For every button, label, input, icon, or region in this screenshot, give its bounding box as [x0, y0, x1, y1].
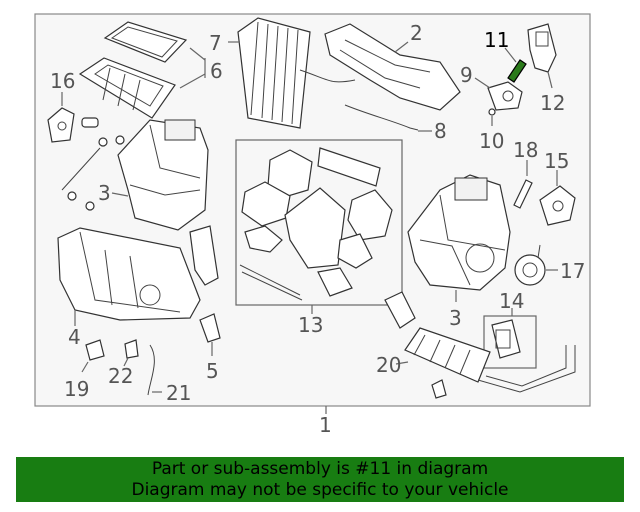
- callout-5[interactable]: 5: [206, 359, 219, 383]
- callout-17[interactable]: 17: [560, 259, 585, 283]
- callout-11[interactable]: 11: [484, 28, 509, 52]
- part-18-sensor: [513, 179, 533, 209]
- callout-2[interactable]: 2: [410, 21, 423, 45]
- callout-6[interactable]: 6: [210, 59, 223, 83]
- callout-3-left[interactable]: 3: [98, 181, 111, 205]
- notice-line-2: Diagram may not be specific to your vehi…: [131, 479, 509, 500]
- part-15-actuator: [539, 185, 576, 226]
- part-20-heater-core: [404, 327, 576, 393]
- callout-18[interactable]: 18: [513, 138, 538, 162]
- part-3-case-right: [407, 174, 511, 291]
- callout-21[interactable]: 21: [166, 381, 191, 405]
- part-14-resistor: [491, 319, 521, 359]
- parts-diagram: 1 2 3 3 4 5 6 7 8 9 10 11 12 13 14 15 16…: [34, 13, 591, 437]
- part-2-duct: [324, 23, 461, 111]
- callout-15[interactable]: 15: [544, 149, 569, 173]
- part-16-actuator: [47, 107, 75, 143]
- callout-12[interactable]: 12: [540, 91, 565, 115]
- notice-banner: Part or sub-assembly is #11 in diagram D…: [16, 457, 624, 502]
- part-22-clip: [124, 339, 139, 359]
- part-9-actuator: [487, 81, 523, 111]
- callout-13[interactable]: 13: [298, 313, 323, 337]
- callout-9[interactable]: 9: [460, 63, 473, 87]
- part-14-box: [483, 315, 537, 369]
- callout-4[interactable]: 4: [68, 325, 81, 349]
- part-13-doors: [239, 147, 393, 301]
- part-4-lower-case: [57, 227, 201, 321]
- part-21-hose: [147, 344, 155, 396]
- callout-19[interactable]: 19: [64, 377, 89, 401]
- part-3-case-left: [117, 119, 219, 286]
- part-11-highlighted: [507, 59, 527, 83]
- callout-14[interactable]: 14: [499, 289, 524, 313]
- callout-22[interactable]: 22: [108, 364, 133, 388]
- small-parts-left: [61, 117, 125, 211]
- part-7-evaporator: [237, 17, 356, 129]
- callout-1[interactable]: 1: [319, 413, 332, 437]
- callout-10[interactable]: 10: [479, 129, 504, 153]
- part-13-box: [235, 139, 403, 306]
- part-8-cable: [344, 104, 419, 131]
- part-20-small-duct: [384, 291, 447, 399]
- callout-8[interactable]: 8: [434, 119, 447, 143]
- callout-7[interactable]: 7: [209, 31, 222, 55]
- callout-20[interactable]: 20: [376, 353, 401, 377]
- part-19-sensor: [85, 339, 105, 361]
- callout-3-right[interactable]: 3: [449, 306, 462, 330]
- part-17-blower-motor: [514, 244, 546, 286]
- part-6-filters: [78, 21, 188, 119]
- notice-line-1: Part or sub-assembly is #11 in diagram: [151, 458, 489, 479]
- part-10-clip: [488, 108, 496, 116]
- part-5-bracket: [199, 313, 221, 343]
- callout-16[interactable]: 16: [50, 69, 75, 93]
